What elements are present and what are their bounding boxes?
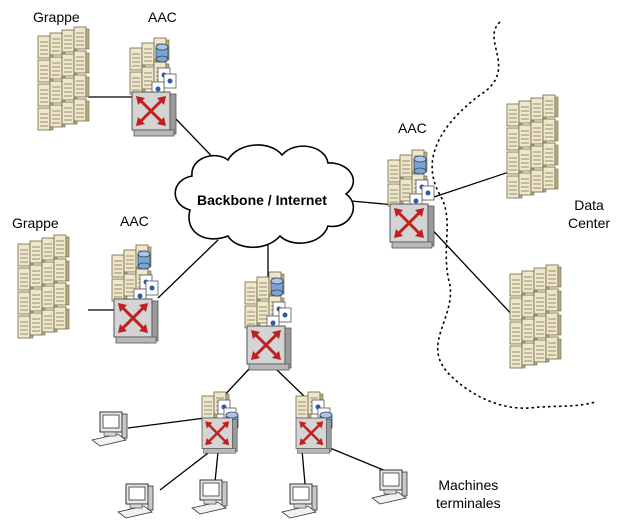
label-datacenter: Data Center [568, 196, 610, 232]
workstation-icon [281, 483, 318, 519]
aac-router-node-icon [202, 392, 238, 453]
label-grappe-mid: Grappe [12, 215, 59, 231]
server-rack-icon [18, 235, 69, 338]
label-aac-right: AAC [398, 120, 427, 136]
workstation-icon [91, 411, 128, 447]
label-aac-mid: AAC [120, 213, 149, 229]
label-machines: Machines terminales [436, 476, 501, 512]
label-machines-line1: Machines [438, 477, 499, 493]
label-backbone: Backbone / Internet [197, 192, 327, 208]
datacenter-boundary [431, 21, 596, 409]
aac-router-node-icon [245, 272, 291, 370]
aac-router-node-icon [130, 38, 176, 136]
backbone-cloud-icon [174, 144, 355, 248]
label-aac-top: AAC [148, 9, 177, 25]
aac-router-node-icon [112, 245, 158, 343]
workstation-icon [117, 483, 154, 519]
server-rack-icon [507, 95, 558, 198]
server-rack-icon [510, 265, 561, 368]
workstation-icon [191, 479, 228, 515]
aac-router-node-icon [296, 392, 332, 453]
server-rack-icon [38, 27, 89, 130]
label-machines-line2: terminales [436, 495, 501, 511]
label-datacenter-line1: Data [574, 197, 604, 213]
label-datacenter-line2: Center [568, 215, 611, 231]
workstation-icon [371, 469, 408, 505]
aac-router-node-icon [388, 150, 434, 248]
label-grappe-top: Grappe [33, 9, 80, 25]
